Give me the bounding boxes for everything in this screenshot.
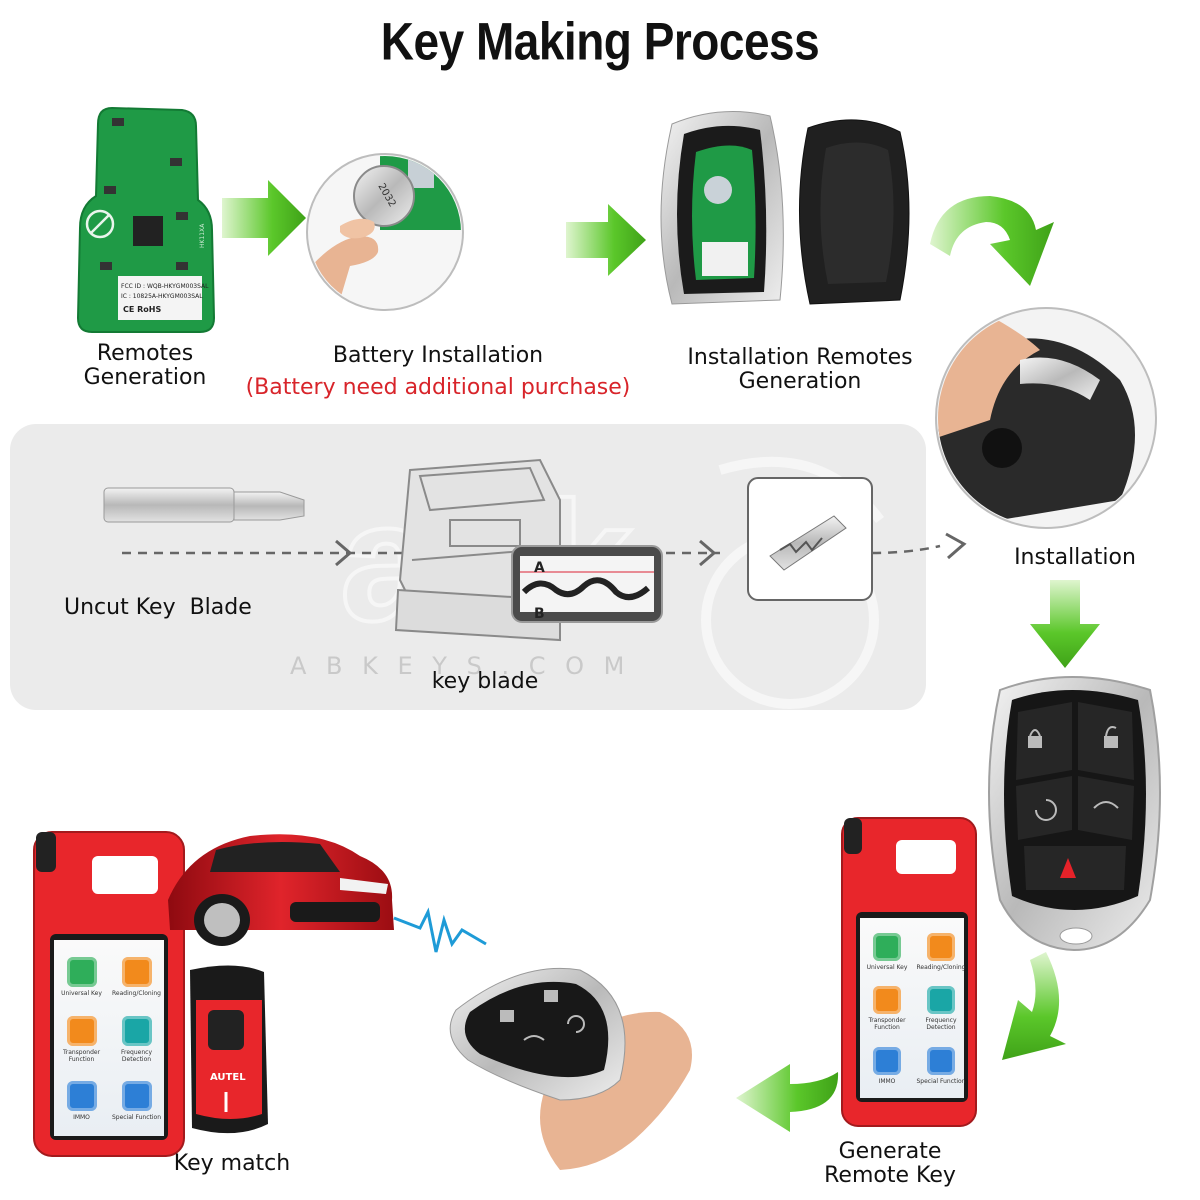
- clone-icon: [121, 957, 152, 987]
- car-icon: [873, 1046, 901, 1075]
- pcb-ic-label: IC : 10825A-HKYGM003SAL: [121, 293, 203, 300]
- tablet-app-label: Transponder Function: [62, 1048, 101, 1063]
- wireless-signal-icon: [393, 907, 487, 953]
- installation-photo: [935, 307, 1157, 529]
- tablet-app-tile: Frequency Detection: [914, 981, 968, 1038]
- tablet-app-tile: Reading/Cloning: [914, 924, 968, 981]
- clone-icon: [927, 933, 955, 962]
- tablet-app-label: Special Function: [111, 1114, 162, 1121]
- blade-mark-b: B: [534, 606, 545, 622]
- tablet-app-label: Universal Key: [61, 990, 102, 997]
- tablet-app-label: Frequency Detection: [121, 1048, 152, 1063]
- key-icon: [873, 933, 901, 962]
- curved-arrow-icon: [930, 196, 1054, 286]
- tablet-app-label: Reading/Cloning: [916, 964, 966, 972]
- finished-remote: [988, 676, 1161, 952]
- blade-mark-a: A: [534, 560, 545, 576]
- step-installation: Installation: [1014, 545, 1136, 570]
- chip-icon: [66, 1015, 97, 1046]
- red-car-image: [168, 834, 394, 946]
- remote-shell-open: [660, 111, 910, 305]
- chip-icon: [873, 986, 901, 1015]
- page-title: Key Making Process: [380, 11, 820, 71]
- uncut-blade-image: [103, 487, 305, 523]
- tablet-app-tile: Special Function: [109, 1070, 164, 1132]
- tablet-app-tile: Transponder Function: [54, 1008, 109, 1070]
- pcb-marks-label: CE RoHS: [123, 305, 161, 314]
- tablet-app-tile: Transponder Function: [860, 981, 914, 1038]
- cut-blade-image: [747, 477, 873, 601]
- arrow-down-icon: [1030, 580, 1100, 668]
- curved-arrow-icon: [1002, 952, 1066, 1060]
- tablet-app-label: IMMO: [73, 1114, 90, 1121]
- watermark-url: A B K E Y S . C O M: [290, 652, 630, 680]
- tablet-app-label: Transponder Function: [868, 1017, 906, 1032]
- obd-adapter: [190, 965, 268, 1134]
- flow-arrowhead-icon: [945, 532, 967, 560]
- battery-install-photo: 2032: [306, 153, 464, 311]
- step-key-match: Key match: [173, 1151, 291, 1176]
- tablet-app-tile: Special Function: [914, 1037, 968, 1094]
- step-generate-remote-key: Generate Remote Key: [824, 1139, 956, 1188]
- arrow-left-icon: [736, 1064, 839, 1132]
- step-remotes-generation: Remotes Generation: [83, 341, 207, 390]
- blade-cut-diagram: [511, 545, 663, 623]
- tablet-app-label: IMMO: [878, 1077, 896, 1085]
- step-key-blade: key blade: [431, 669, 539, 694]
- tablet-app-tile: IMMO: [54, 1070, 109, 1132]
- tablet-app-tile: Frequency Detection: [109, 1008, 164, 1070]
- step-uncut-key-blade: Uncut Key Blade: [64, 595, 252, 620]
- car-icon: [66, 1081, 97, 1111]
- tablet-app-label: Reading/Cloning: [112, 990, 161, 997]
- tablet-app-tile: Universal Key: [54, 946, 109, 1008]
- pcb-part-label: HK11XA: [199, 223, 206, 248]
- info-icon: [927, 1046, 955, 1075]
- tablet-app-label: Universal Key: [866, 964, 908, 972]
- flow-arrowhead-icon: [699, 539, 717, 567]
- step-battery-installation: Battery Installation: [332, 343, 544, 368]
- wave-icon: [121, 1015, 152, 1046]
- flow-arrowhead-icon: [335, 539, 353, 567]
- info-icon: [121, 1081, 152, 1111]
- tablet-app-label: Special Function: [916, 1077, 966, 1085]
- flow-dashed-line: [871, 544, 941, 555]
- battery-purchase-note: (Battery need additional purchase): [245, 375, 631, 400]
- tablet-app-tile: Universal Key: [860, 924, 914, 981]
- hand-holding-remote: [449, 967, 692, 1170]
- tablet-app-tile: Reading/Cloning: [109, 946, 164, 1008]
- wave-icon: [927, 986, 955, 1015]
- adapter-brand: AUTEL: [210, 1072, 246, 1083]
- pcb-board: [76, 106, 216, 333]
- key-icon: [66, 957, 97, 987]
- arrow-right-icon: [222, 180, 306, 256]
- tablet-app-label: Frequency Detection: [925, 1017, 957, 1032]
- tablet-app-tile: IMMO: [860, 1037, 914, 1094]
- pcb-fcc-label: FCC ID : WQB-HKYGM003SAL: [121, 283, 209, 290]
- step-installation-remotes-generation: Installation Remotes Generation: [687, 345, 913, 394]
- arrow-right-icon: [566, 204, 646, 276]
